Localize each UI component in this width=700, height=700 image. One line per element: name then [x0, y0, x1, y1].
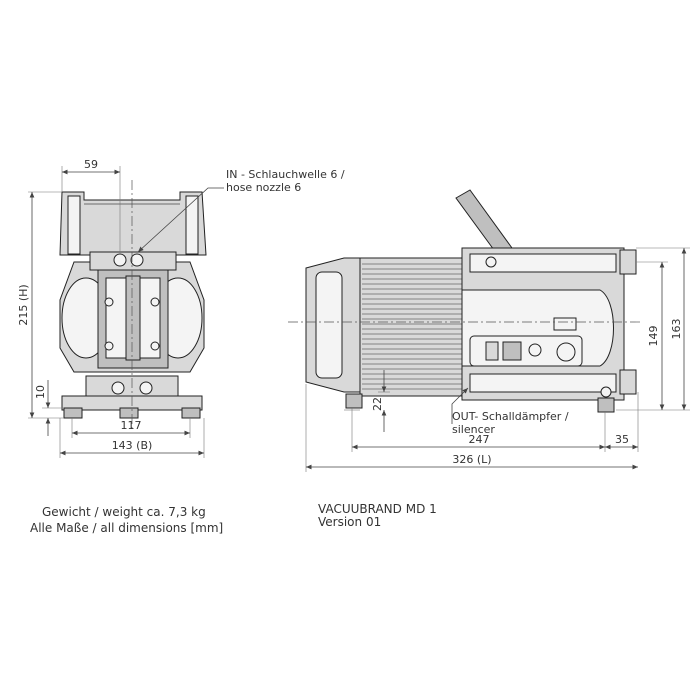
side-view-dimensions: 22 247 35 326 (L) 149 163 [305, 247, 690, 472]
dim-22: 22 [371, 397, 384, 411]
units-note: Alle Maße / all dimensions [mm] [30, 521, 224, 535]
front-view [59, 180, 207, 430]
dim-149: 149 [647, 326, 660, 347]
dim-35: 35 [615, 433, 629, 446]
version-label: Version 01 [318, 515, 382, 529]
outlet-label-line2: silencer [452, 423, 495, 436]
cooling-fins [362, 263, 464, 390]
dim-215: 215 (H) [17, 284, 30, 325]
dim-163: 163 [670, 319, 683, 340]
inlet-label-line2: hose nozzle 6 [226, 181, 302, 194]
dim-117: 117 [121, 419, 142, 432]
inlet-label-line1: IN - Schlauchwelle 6 / [226, 168, 345, 181]
dim-59: 59 [84, 158, 98, 171]
dim-326: 326 (L) [452, 453, 491, 466]
front-view-dimensions: 59 215 (H) 10 117 143 (B) [17, 158, 224, 458]
dim-247: 247 [469, 433, 490, 446]
dim-143: 143 (B) [112, 439, 153, 452]
model-name: VACUUBRAND MD 1 [318, 502, 437, 516]
side-view [288, 189, 640, 413]
dim-10: 10 [34, 385, 47, 399]
outlet-label-line1: OUT- Schalldämpfer / [452, 410, 569, 423]
weight-note: Gewicht / weight ca. 7,3 kg [42, 505, 206, 519]
